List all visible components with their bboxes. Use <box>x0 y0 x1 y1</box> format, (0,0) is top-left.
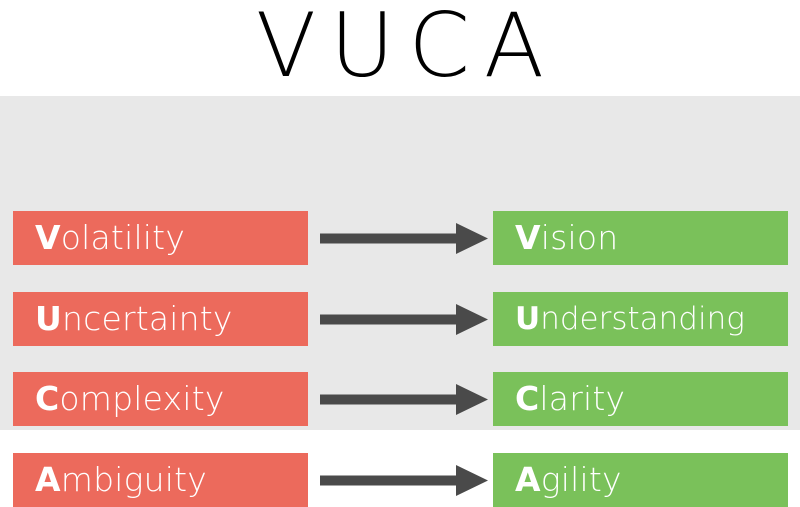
solution-rest-agility: gility <box>540 460 622 499</box>
solution-chip-vision[interactable]: Vision <box>493 211 788 265</box>
solution-initial-a: A <box>515 460 541 499</box>
solution-rest-vision: ision <box>540 218 619 257</box>
vuca-row-uncertainty: Uncertainty Understanding <box>0 292 800 346</box>
diagram-panel: Volatility Vision Uncertainty <box>0 96 800 507</box>
problem-rest-volatility: olatility <box>60 218 186 257</box>
problem-label-complexity: Complexity <box>35 382 225 416</box>
solution-initial-c: C <box>515 379 540 418</box>
title-band: VUCA <box>0 0 800 97</box>
solution-chip-understanding[interactable]: Understanding <box>493 292 788 346</box>
problem-rest-uncertainty: ncertainty <box>62 299 233 338</box>
problem-chip-volatility[interactable]: Volatility <box>13 211 308 265</box>
problem-rest-complexity: omplexity <box>59 379 225 418</box>
solution-rest-clarity: larity <box>539 379 626 418</box>
solution-initial-v: V <box>515 218 541 257</box>
vuca-row-ambiguity: Ambiguity Agility <box>0 453 800 507</box>
solution-label-agility: Agility <box>515 463 622 497</box>
arrow-uncertainty-to-understanding <box>320 304 488 335</box>
problem-initial-u: U <box>35 299 62 338</box>
solution-rest-understanding: nderstanding <box>540 301 745 337</box>
problem-label-ambiguity: Ambiguity <box>35 463 207 497</box>
arrow-complexity-to-clarity <box>320 384 488 415</box>
problem-initial-c: C <box>35 379 60 418</box>
page-title: VUCA <box>255 0 559 97</box>
problem-initial-v: V <box>35 218 61 257</box>
problem-label-volatility: Volatility <box>35 221 185 255</box>
solution-label-vision: Vision <box>515 221 618 255</box>
arrow-ambiguity-to-agility <box>320 465 488 496</box>
solution-chip-clarity[interactable]: Clarity <box>493 372 788 426</box>
solution-chip-agility[interactable]: Agility <box>493 453 788 507</box>
problem-chip-complexity[interactable]: Complexity <box>13 372 308 426</box>
problem-chip-ambiguity[interactable]: Ambiguity <box>13 453 308 507</box>
vuca-row-volatility: Volatility Vision <box>0 211 800 265</box>
arrow-volatility-to-vision <box>320 223 488 254</box>
problem-initial-a: A <box>35 460 61 499</box>
solution-initial-u: U <box>515 301 541 337</box>
vuca-row-complexity: Complexity Clarity <box>0 372 800 426</box>
solution-label-understanding: Understanding <box>515 302 745 336</box>
problem-chip-uncertainty[interactable]: Uncertainty <box>13 292 308 346</box>
solution-label-clarity: Clarity <box>515 382 625 416</box>
problem-rest-ambiguity: mbiguity <box>60 460 207 499</box>
problem-label-uncertainty: Uncertainty <box>35 302 233 336</box>
